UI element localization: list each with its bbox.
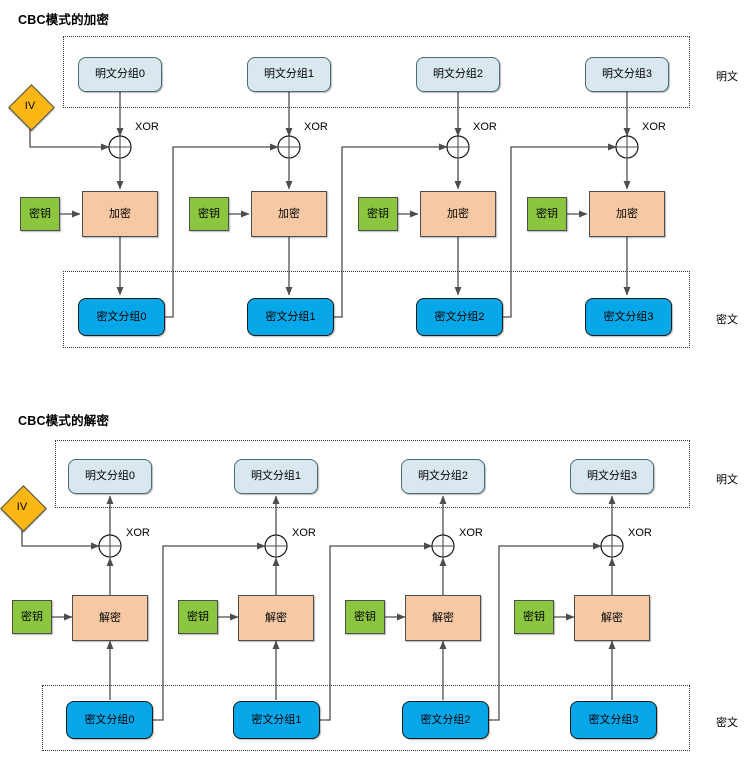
decrypt-xor-label-2: XOR [459,527,483,539]
decrypt-iv-node[interactable]: IV [0,484,47,532]
decrypt-key-block-3[interactable]: 密钥 [514,600,554,634]
encrypt-operation-block-1[interactable]: 加密 [251,191,327,237]
encrypt-right-label-plaintext: 明文 [716,71,738,83]
encrypt-iv-node[interactable]: IV [7,83,55,131]
encrypt-right-label-ciphertext: 密文 [716,314,738,326]
decrypt-ciphertext-block-0[interactable]: 密文分组0 [66,701,153,739]
decrypt-operation-block-0[interactable]: 解密 [72,595,148,641]
encrypt-plaintext-block-2[interactable]: 明文分组2 [416,57,500,92]
decrypt-right-label-plaintext: 明文 [716,474,738,486]
encrypt-operation-block-2[interactable]: 加密 [420,191,496,237]
encrypt-xor-label-1: XOR [304,121,328,133]
decrypt-xor-label-3: XOR [628,527,652,539]
decrypt-xor-label-1: XOR [292,527,316,539]
encrypt-ciphertext-block-0[interactable]: 密文分组0 [78,298,165,336]
decryption-section-title: CBC模式的解密 [18,414,110,428]
decrypt-right-label-ciphertext: 密文 [716,717,738,729]
decrypt-ciphertext-block-2[interactable]: 密文分组2 [402,701,489,739]
decrypt-plaintext-block-0[interactable]: 明文分组0 [68,459,152,494]
encrypt-plaintext-block-0[interactable]: 明文分组0 [78,57,162,92]
decrypt-plaintext-region [55,440,690,508]
encrypt-xor-label-3: XOR [642,121,666,133]
decrypt-ciphertext-block-3[interactable]: 密文分组3 [570,701,657,739]
decrypt-key-block-2[interactable]: 密钥 [345,600,385,634]
decrypt-plaintext-block-2[interactable]: 明文分组2 [401,459,485,494]
encrypt-operation-block-0[interactable]: 加密 [82,191,158,237]
encrypt-key-block-0[interactable]: 密钥 [20,197,60,231]
decrypt-operation-block-3[interactable]: 解密 [574,595,650,641]
decrypt-operation-block-2[interactable]: 解密 [405,595,481,641]
decrypt-key-block-1[interactable]: 密钥 [178,600,218,634]
encrypt-key-block-3[interactable]: 密钥 [527,197,567,231]
encrypt-plaintext-region [63,36,690,108]
encrypt-xor-label-0: XOR [135,121,159,133]
encrypt-plaintext-block-1[interactable]: 明文分组1 [247,57,331,92]
decrypt-operation-block-1[interactable]: 解密 [238,595,314,641]
encrypt-xor-label-2: XOR [473,121,497,133]
decrypt-ciphertext-block-1[interactable]: 密文分组1 [233,701,320,739]
iv-label: IV [24,100,36,112]
decrypt-xor-label-0: XOR [126,527,150,539]
decrypt-key-block-0[interactable]: 密钥 [12,600,52,634]
decrypt-plaintext-block-3[interactable]: 明文分组3 [570,459,654,494]
encrypt-ciphertext-block-1[interactable]: 密文分组1 [247,298,334,336]
encrypt-operation-block-3[interactable]: 加密 [589,191,665,237]
encryption-section-title: CBC模式的加密 [18,13,110,27]
encrypt-plaintext-block-3[interactable]: 明文分组3 [585,57,669,92]
encrypt-ciphertext-block-3[interactable]: 密文分组3 [585,298,672,336]
iv-label: IV [16,501,28,513]
encrypt-key-block-2[interactable]: 密钥 [358,197,398,231]
decrypt-plaintext-block-1[interactable]: 明文分组1 [234,459,318,494]
encrypt-ciphertext-block-2[interactable]: 密文分组2 [416,298,503,336]
encrypt-key-block-1[interactable]: 密钥 [189,197,229,231]
